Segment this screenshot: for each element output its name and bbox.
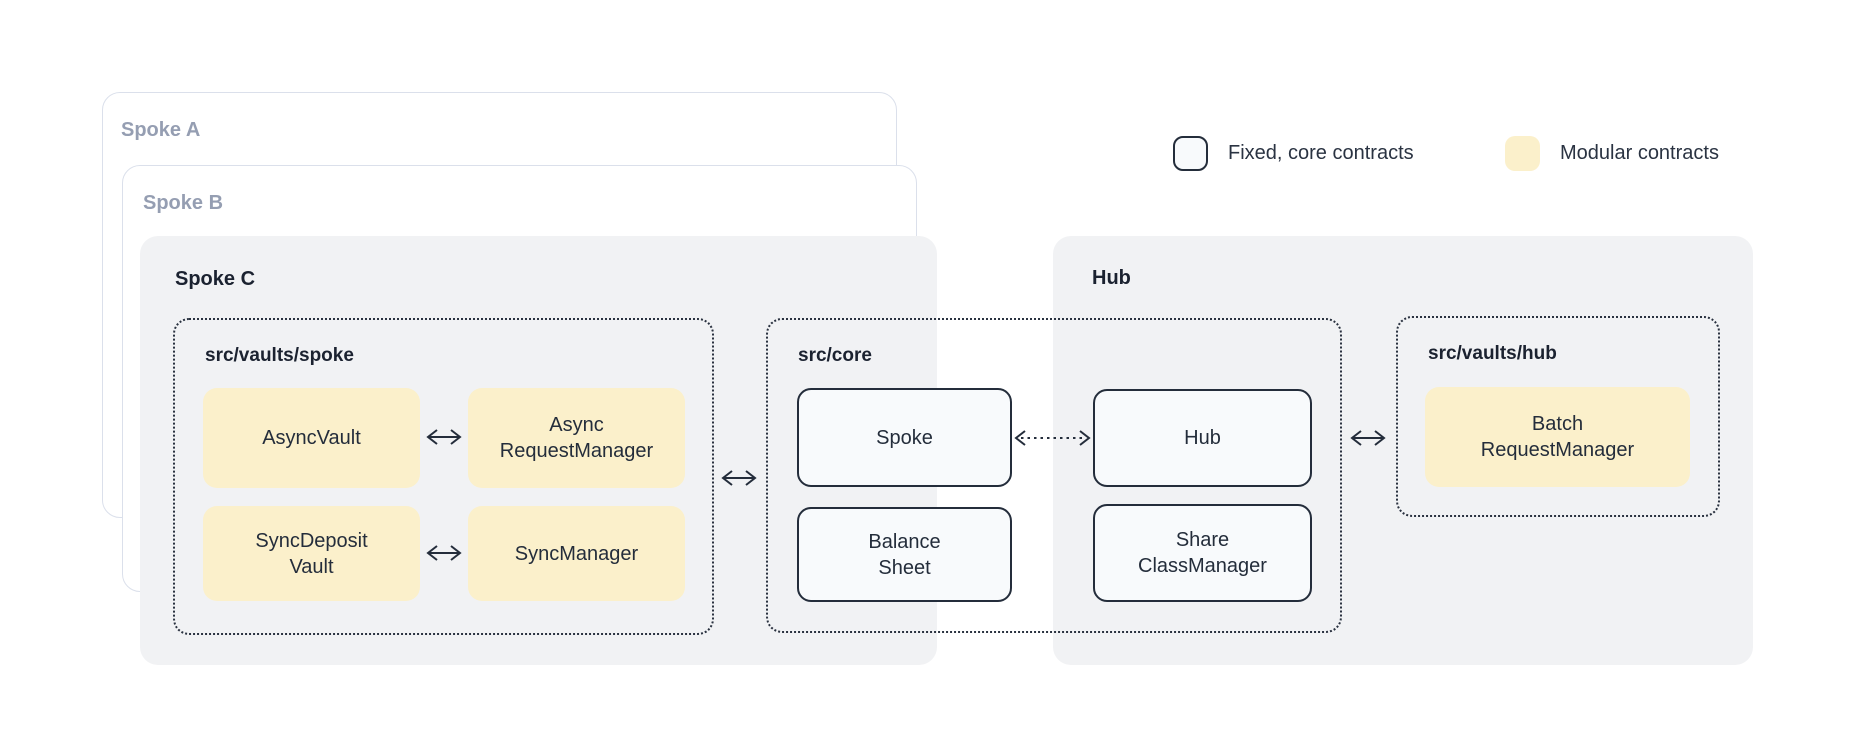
box-async-vault: AsyncVault	[203, 388, 420, 488]
legend-modular-swatch	[1505, 136, 1540, 171]
box-spoke-label: Spoke	[876, 426, 933, 449]
spoke-b-label: Spoke B	[143, 192, 224, 214]
spoke-a-label: Spoke A	[121, 119, 201, 141]
box-hub-label: Hub	[1184, 427, 1221, 449]
group-src-vaults-spoke-label: src/vaults/spoke	[205, 345, 354, 366]
legend-fixed-swatch	[1173, 136, 1208, 171]
box-share-class-manager: Share ClassManager	[1093, 504, 1312, 602]
group-src-core-label: src/core	[798, 345, 872, 366]
box-sync-manager: SyncManager	[468, 506, 685, 601]
legend-modular-label: Modular contracts	[1560, 142, 1719, 164]
box-balance-sheet: Balance Sheet	[797, 507, 1012, 602]
spoke-c-title: Spoke C	[175, 268, 256, 290]
box-share-class-manager-line1: Share	[1175, 529, 1230, 551]
hub-title: Hub	[1092, 267, 1131, 289]
box-share-class-manager-line2: ClassManager	[1138, 555, 1267, 577]
box-sync-deposit-vault-line1: SyncDeposit	[255, 529, 368, 552]
box-spoke: Spoke	[797, 388, 1012, 487]
box-balance-sheet-line2: Sheet	[878, 556, 931, 579]
group-src-vaults-spoke: src/vaults/spoke	[173, 318, 714, 635]
box-async-request-manager-line2: RequestManager	[499, 440, 654, 462]
box-async-request-manager-line1: Async	[549, 414, 604, 436]
group-src-vaults-hub: src/vaults/hub	[1396, 316, 1720, 517]
group-src-core: src/core	[766, 318, 1342, 633]
box-async-vault-label: AsyncVault	[262, 427, 361, 449]
group-src-vaults-hub-label: src/vaults/hub	[1428, 343, 1557, 364]
legend-fixed-label: Fixed, core contracts	[1228, 142, 1414, 164]
box-batch-request-manager-line1: Batch	[1531, 413, 1584, 435]
box-async-request-manager: Async RequestManager	[468, 388, 685, 488]
box-hub: Hub	[1093, 389, 1312, 487]
box-sync-manager-label: SyncManager	[514, 542, 639, 565]
box-sync-deposit-vault-line2: Vault	[289, 555, 334, 578]
box-sync-deposit-vault: SyncDeposit Vault	[203, 506, 420, 601]
box-balance-sheet-line1: Balance	[868, 530, 941, 553]
box-batch-request-manager-line2: RequestManager	[1480, 439, 1635, 461]
box-batch-request-manager: Batch RequestManager	[1425, 387, 1690, 487]
